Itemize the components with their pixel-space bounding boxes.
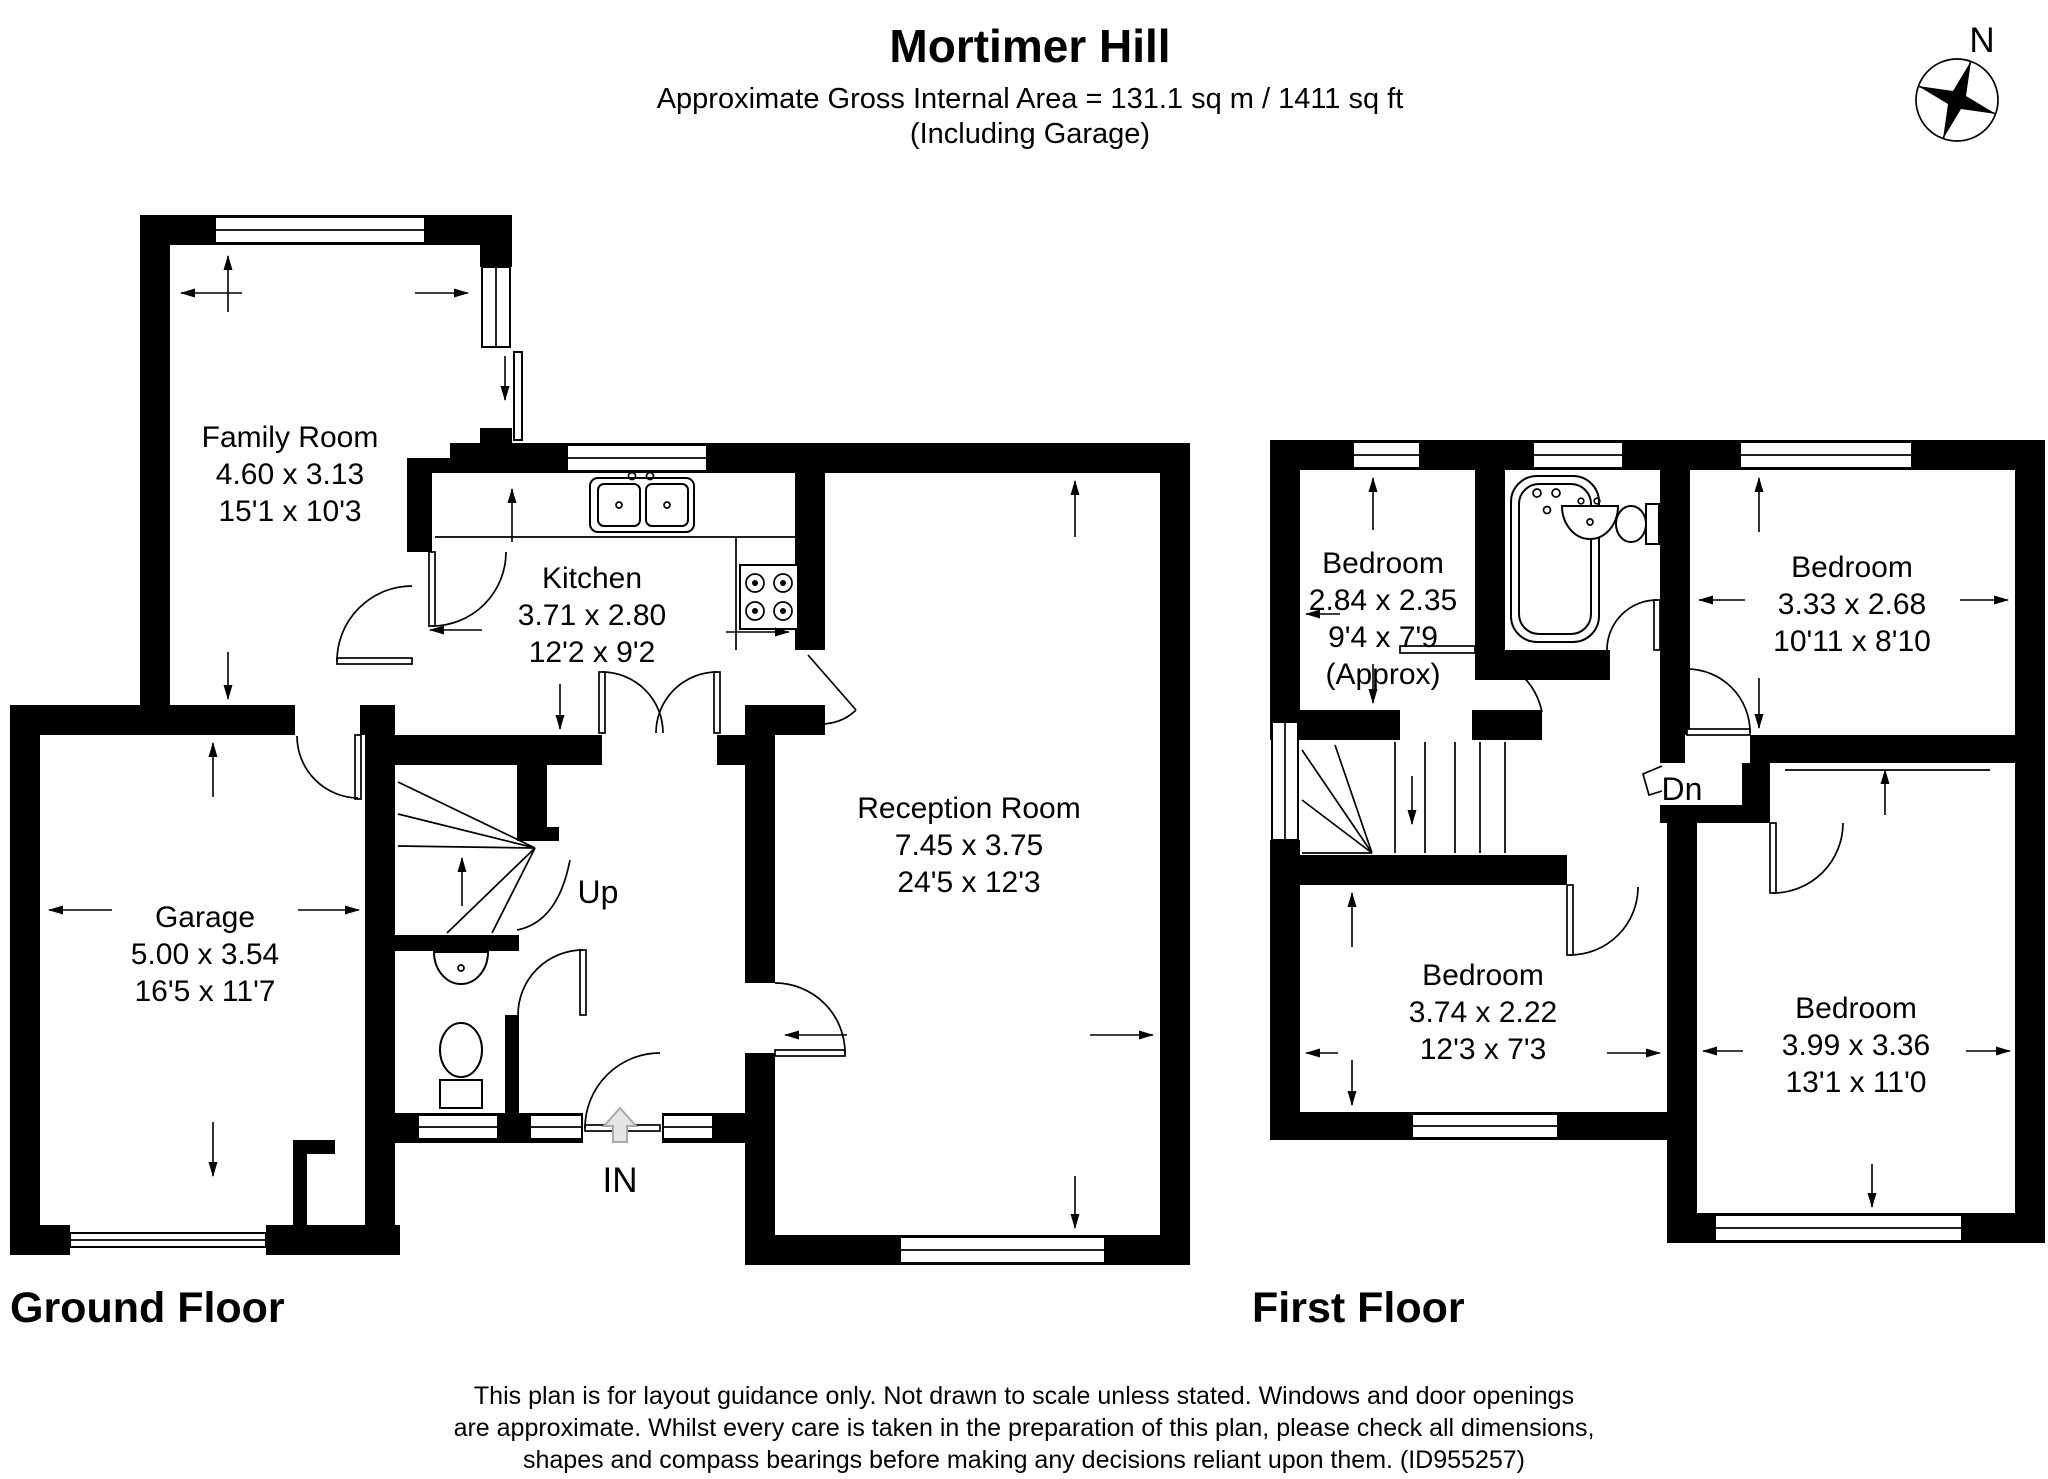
room-name: Reception Room: [857, 792, 1080, 825]
hob-icon: [739, 564, 799, 630]
toilet-icon: [1615, 503, 1660, 545]
window: [417, 1114, 499, 1140]
first-floor-dimension-arrows: [1305, 477, 2011, 1208]
window: [1532, 441, 1624, 469]
door-arc: [296, 734, 362, 800]
kitchen-label: Kitchen 3.71 x 2.80 12'2 x 9'2: [518, 562, 666, 669]
window: [1411, 1113, 1559, 1139]
door-arc: [1769, 822, 1844, 894]
entrance: IN: [601, 1106, 639, 1200]
ground-floor-dimension-arrows: [48, 255, 1154, 1229]
disclaimer-line-2: are approximate. Whilst every care is ta…: [454, 1414, 1595, 1442]
compass-rose-icon: N: [1915, 21, 1999, 142]
page-title: Mortimer Hill: [889, 20, 1170, 72]
room-dim-metric: 3.33 x 2.68: [1778, 588, 1926, 621]
entrance-label: IN: [603, 1161, 638, 1200]
first-floor-title: First Floor: [1252, 1284, 1465, 1332]
bedroom-bottom-right-label: Bedroom 3.99 x 3.36 13'1 x 11'0: [1782, 992, 1930, 1099]
room-dim-imperial: 12'3 x 7'3: [1420, 1033, 1547, 1066]
bedroom-bottom-left-label: Bedroom 3.74 x 2.22 12'3 x 7'3: [1409, 959, 1557, 1066]
room-dim-imperial: 12'2 x 9'2: [529, 636, 656, 669]
reception-room-label: Reception Room 7.45 x 3.75 24'5 x 12'3: [857, 792, 1080, 899]
ground-floor-plan: Up: [10, 215, 1190, 1332]
room-dim-imperial: 24'5 x 12'3: [897, 866, 1040, 899]
window: [899, 1236, 1106, 1264]
garage-door: [69, 1232, 267, 1248]
kitchen-counter: [435, 536, 795, 650]
room-dim-metric: 5.00 x 3.54: [131, 938, 279, 971]
door-arc: [336, 585, 413, 665]
door-arc: [1686, 668, 1751, 736]
stairs-up-label: Up: [578, 874, 619, 910]
disclaimer-line-3: shapes and compass bearings before makin…: [523, 1446, 1525, 1474]
room-dim-metric: 2.84 x 2.35: [1309, 584, 1457, 617]
window: [1739, 441, 1913, 469]
ground-floor-windows: [69, 216, 1106, 1264]
room-dim-note: (Approx): [1325, 658, 1440, 691]
bathtub-icon: [1510, 475, 1600, 643]
room-name: Garage: [155, 901, 255, 934]
window: [1271, 721, 1299, 841]
header: Mortimer Hill Approximate Gross Internal…: [657, 20, 1404, 150]
room-dim-imperial: 16'5 x 11'7: [134, 975, 275, 1008]
first-floor-doors: [1399, 599, 1844, 956]
room-name: Kitchen: [542, 562, 642, 595]
compass-north-label: N: [1969, 21, 1994, 60]
door-arc: [517, 949, 587, 1016]
room-name: Bedroom: [1322, 547, 1444, 580]
entrance-arrow-icon: [601, 1106, 639, 1143]
door-arc: [1566, 884, 1639, 956]
room-dim-metric: 3.99 x 3.36: [1782, 1029, 1930, 1062]
room-dim-metric: 4.60 x 3.13: [216, 458, 364, 491]
glass-panel: [513, 351, 523, 441]
bedroom-top-right-label: Bedroom 3.33 x 2.68 10'11 x 8'10: [1773, 551, 1931, 658]
room-dim-metric: 3.74 x 2.22: [1409, 996, 1557, 1029]
wc-sink-icon: [432, 943, 490, 985]
kitchen-sink-icon: [589, 471, 695, 533]
cupboard-door: [1641, 765, 1663, 797]
stairs-down-label: Dn: [1662, 771, 1703, 807]
family-room-label: Family Room 4.60 x 3.13 15'1 x 10'3: [202, 421, 379, 528]
window: [662, 1114, 714, 1140]
door-arc: [1399, 645, 1543, 713]
room-dim-imperial: 15'1 x 10'3: [218, 495, 361, 528]
stairs-up: Up: [397, 781, 619, 934]
window: [1714, 1214, 1963, 1242]
window: [1352, 441, 1421, 469]
door-arc: [598, 671, 664, 734]
door-arc: [428, 551, 507, 627]
including-garage-note: (Including Garage): [910, 118, 1150, 150]
room-name: Bedroom: [1422, 959, 1544, 992]
room-dim-imperial: 10'11 x 8'10: [1773, 625, 1931, 658]
room-name: Bedroom: [1795, 992, 1917, 1025]
door-arc: [655, 671, 721, 734]
disclaimer-line-1: This plan is for layout guidance only. N…: [474, 1382, 1574, 1410]
stairs-down: Dn: [1301, 742, 1703, 854]
room-dim-imperial: 9'4 x 7'9: [1328, 621, 1438, 654]
gross-internal-area: Approximate Gross Internal Area = 131.1 …: [657, 83, 1404, 115]
first-floor-plan: Dn: [1252, 440, 2045, 1332]
room-dim-imperial: 13'1 x 11'0: [1785, 1066, 1926, 1099]
room-name: Bedroom: [1791, 551, 1913, 584]
bedroom-top-left-label: Bedroom 2.84 x 2.35 9'4 x 7'9 (Approx): [1309, 547, 1457, 691]
room-name: Family Room: [202, 421, 379, 454]
window: [214, 216, 426, 244]
window: [481, 266, 511, 348]
door-arc: [807, 654, 857, 726]
ground-floor-walls: [10, 215, 1190, 1265]
window: [566, 444, 708, 472]
disclaimer: This plan is for layout guidance only. N…: [454, 1382, 1595, 1474]
door-arc: [1606, 599, 1661, 651]
room-dim-metric: 7.45 x 3.75: [895, 829, 1043, 862]
door-arc: [774, 982, 846, 1057]
garage-label: Garage 5.00 x 3.54 16'5 x 11'7: [131, 901, 279, 1008]
ground-floor-title: Ground Floor: [10, 1284, 285, 1332]
window: [529, 1114, 583, 1140]
first-floor-windows: [1271, 441, 1963, 1242]
wc-toilet-icon: [439, 1022, 483, 1109]
room-dim-metric: 3.71 x 2.80: [518, 599, 666, 632]
